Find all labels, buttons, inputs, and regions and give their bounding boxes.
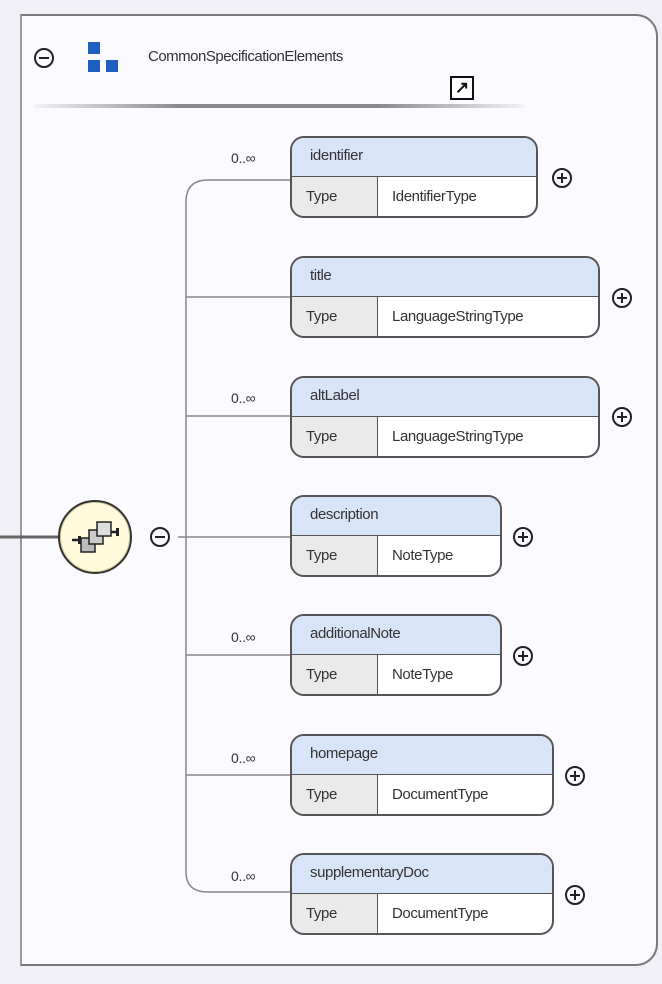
type-value: IdentifierType: [392, 188, 477, 205]
element-name: altLabel: [292, 378, 598, 417]
expand-icon[interactable]: [612, 407, 632, 427]
type-label: Type: [292, 536, 378, 575]
occurrence-label: 0..∞: [231, 390, 256, 406]
sequence-collapse-icon[interactable]: [150, 527, 170, 547]
element-card-additionalnote[interactable]: additionalNote Type NoteType: [290, 614, 502, 696]
type-value: DocumentType: [392, 786, 489, 803]
type-label: Type: [292, 417, 378, 456]
expand-icon[interactable]: [565, 766, 585, 786]
element-type-row: Type LanguageStringType: [292, 297, 598, 336]
element-name: additionalNote: [292, 616, 500, 655]
type-value: NoteType: [392, 547, 454, 564]
expand-icon[interactable]: [513, 527, 533, 547]
occurrence-label: 0..∞: [231, 629, 256, 645]
group-header: CommonSpecificationElements ↗: [22, 16, 656, 126]
type-value: DocumentType: [392, 905, 489, 922]
expand-icon[interactable]: [552, 168, 572, 188]
element-card-title[interactable]: title Type LanguageStringType: [290, 256, 600, 338]
occurrence-label: 0..∞: [231, 150, 256, 166]
type-value: LanguageStringType: [392, 308, 524, 325]
sequence-compositor[interactable]: [58, 500, 132, 574]
element-card-altlabel[interactable]: altLabel Type LanguageStringType: [290, 376, 600, 458]
element-name: supplementaryDoc: [292, 855, 552, 894]
element-type-row: Type NoteType: [292, 536, 500, 575]
element-card-identifier[interactable]: identifier Type IdentifierType: [290, 136, 538, 218]
type-label: Type: [292, 894, 378, 933]
element-type-row: Type DocumentType: [292, 894, 552, 933]
element-card-homepage[interactable]: homepage Type DocumentType: [290, 734, 554, 816]
element-name: identifier: [292, 138, 536, 177]
element-type-row: Type DocumentType: [292, 775, 552, 814]
element-card-description[interactable]: description Type NoteType: [290, 495, 502, 577]
type-label: Type: [292, 655, 378, 694]
occurrence-label: 0..∞: [231, 868, 256, 884]
expand-icon[interactable]: [612, 288, 632, 308]
goto-definition-icon[interactable]: ↗: [450, 76, 474, 100]
type-label: Type: [292, 297, 378, 336]
type-label: Type: [292, 177, 378, 216]
element-name: description: [292, 497, 500, 536]
expand-icon[interactable]: [565, 885, 585, 905]
element-type-row: Type LanguageStringType: [292, 417, 598, 456]
element-type-row: Type IdentifierType: [292, 177, 536, 216]
group-title: CommonSpecificationElements: [148, 48, 343, 65]
group-collapse-icon[interactable]: [34, 48, 54, 68]
group-icon: [88, 42, 122, 74]
type-value: NoteType: [392, 666, 454, 683]
expand-icon[interactable]: [513, 646, 533, 666]
type-value: LanguageStringType: [392, 428, 524, 445]
element-name: homepage: [292, 736, 552, 775]
header-divider: [34, 104, 524, 108]
element-name: title: [292, 258, 598, 297]
element-type-row: Type NoteType: [292, 655, 500, 694]
sequence-compositor-icon: [72, 521, 119, 553]
occurrence-label: 0..∞: [231, 750, 256, 766]
type-label: Type: [292, 775, 378, 814]
element-card-supplementarydoc[interactable]: supplementaryDoc Type DocumentType: [290, 853, 554, 935]
